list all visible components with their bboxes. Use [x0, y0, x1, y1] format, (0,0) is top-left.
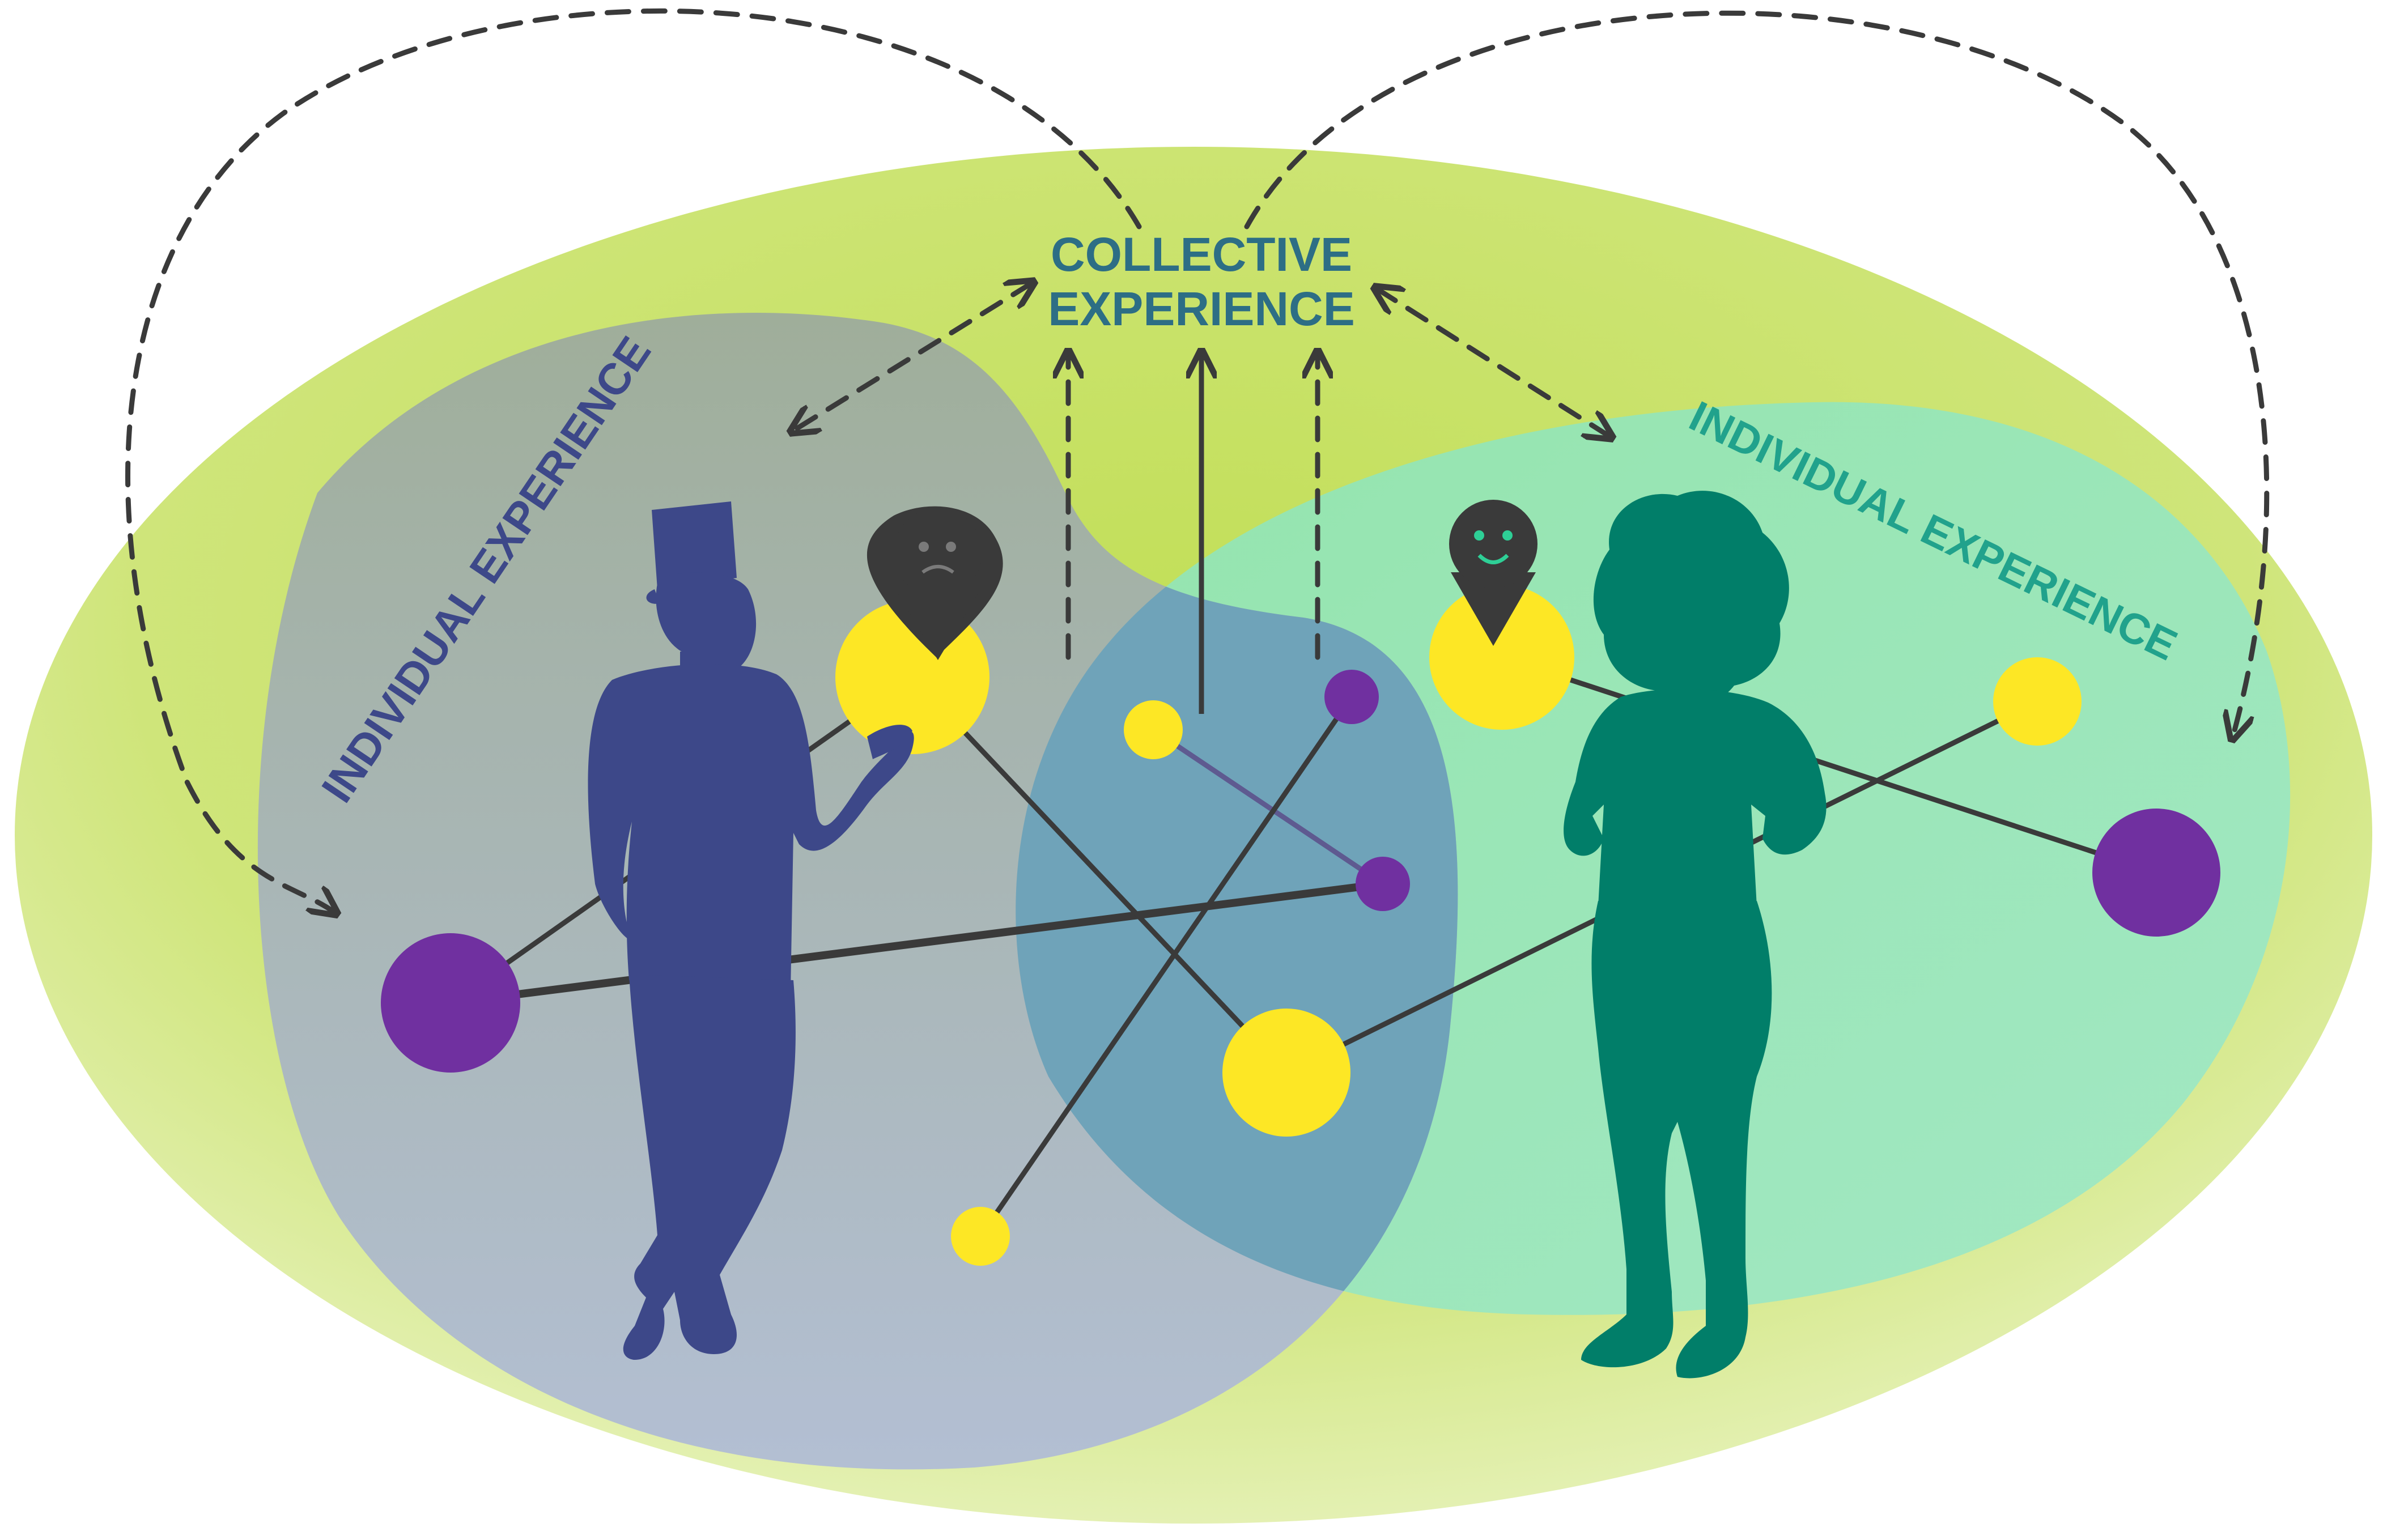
edge-yellow-pin-right-to-purple-right	[1499, 654, 2159, 875]
person-right-silhouette	[1564, 491, 1827, 1379]
dashed-arrow-right-region	[1377, 289, 1609, 436]
collective-experience-label-line2: EXPERIENCE	[1048, 282, 1355, 335]
node-purple-large-left	[381, 933, 520, 1073]
collective-experience-label-line1: COLLECTIVE	[1051, 228, 1352, 281]
dashed-arrow-left-region	[793, 283, 1031, 431]
happy-face-pin-icon	[1449, 500, 1537, 646]
node-purple-large-right	[2092, 809, 2220, 937]
node-yellow-right	[1993, 657, 2082, 746]
dashed-connectors	[125, 8, 2270, 912]
node-yellow-pin-right	[1429, 585, 1574, 730]
dashed-arc-right	[1244, 10, 2270, 737]
network-nodes	[381, 585, 2220, 1266]
dashed-arc-left	[125, 8, 1142, 912]
node-purple-small-center	[1356, 857, 1410, 911]
sad-face-pin-icon	[867, 506, 1003, 660]
edge-purple-left-to-purple-center	[447, 880, 1387, 1007]
node-yellow-small-center	[1124, 700, 1183, 759]
node-yellow-large-bottom	[1222, 1009, 1350, 1137]
edge-yellow-pin-to-yellow-bottom	[910, 674, 1289, 1075]
person-left-silhouette	[588, 501, 914, 1360]
node-purple-small-top	[1324, 670, 1379, 724]
edge-purple-top-to-yellow-lower	[978, 694, 1354, 1239]
edge-yellow-small-to-purple-center	[1150, 727, 1386, 887]
node-yellow-lower-left	[951, 1207, 1010, 1266]
